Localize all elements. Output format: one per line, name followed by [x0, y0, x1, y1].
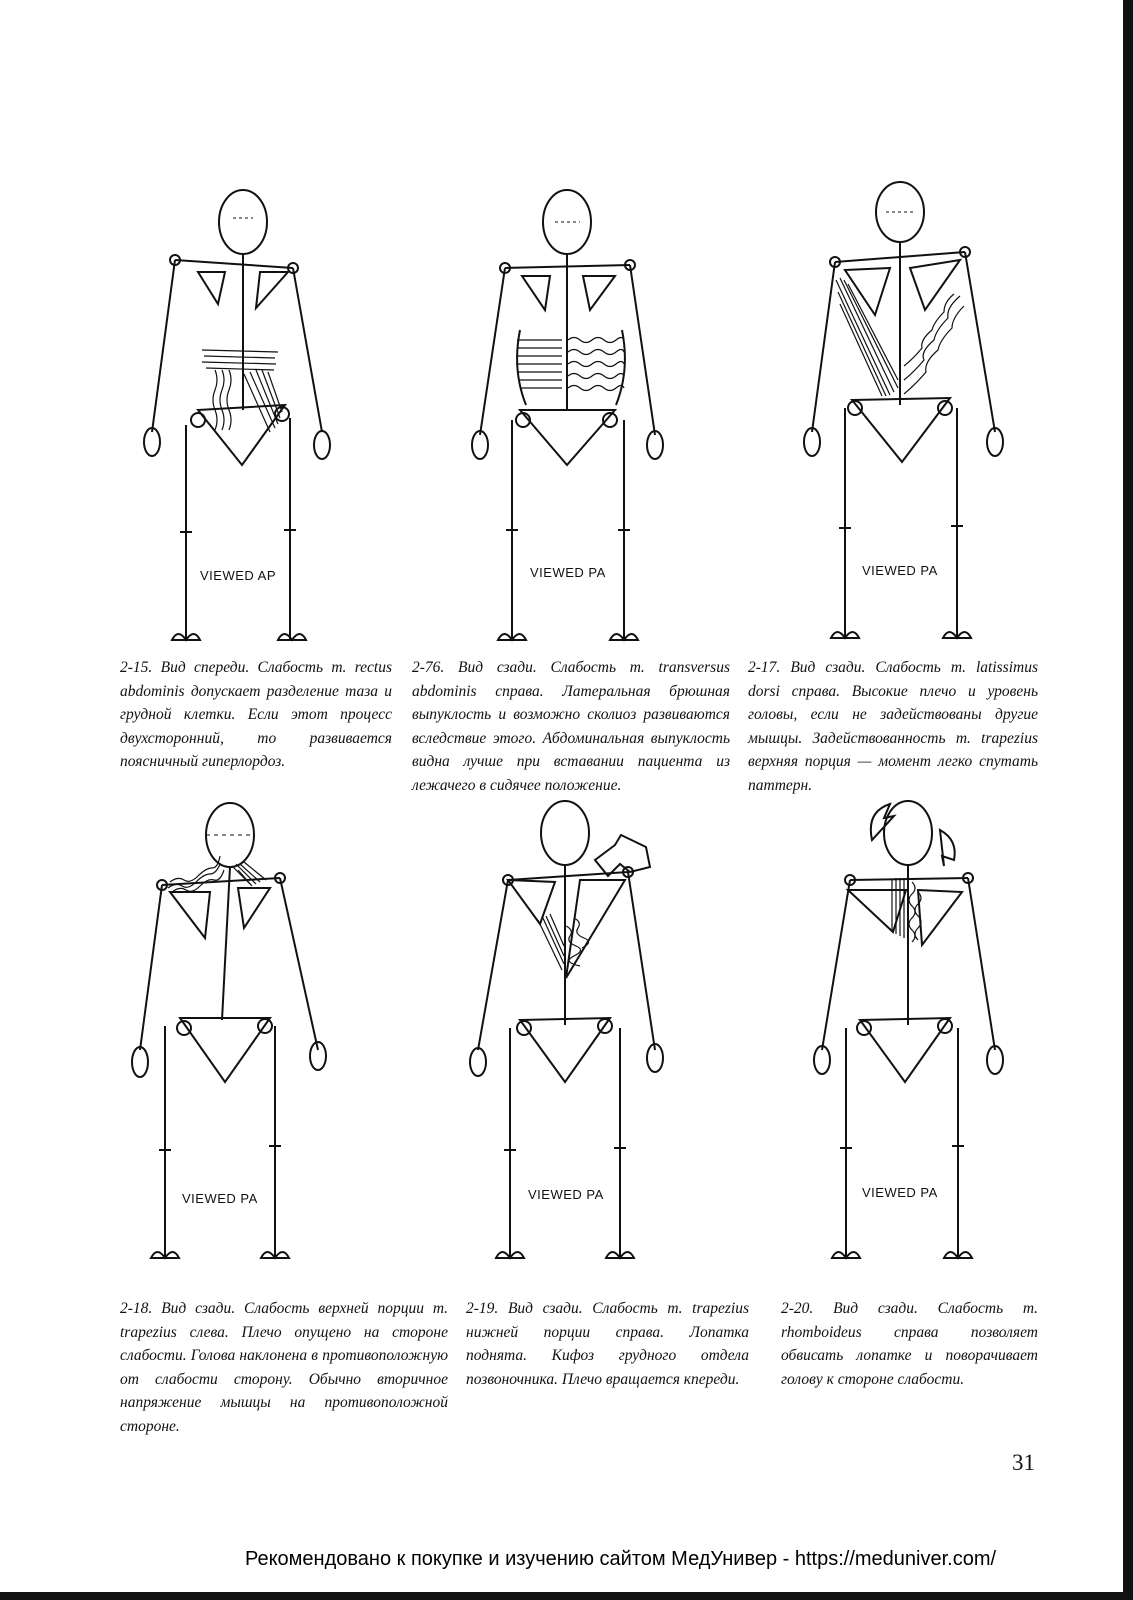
caption-number: 2-19. — [466, 1300, 498, 1317]
caption-text: Вид спереди. Слабость m. rectus abdomini… — [120, 659, 392, 770]
figure-2-15: VIEWED AP — [110, 180, 350, 650]
view-label: VIEWED PA — [862, 1185, 938, 1200]
page-number: 31 — [1012, 1450, 1035, 1476]
caption-text: Вид сзади. Слабость m. trapezius нижней … — [466, 1300, 749, 1388]
caption-2-19: 2-19. Вид сзади. Слабость m. trapezius н… — [466, 1297, 749, 1391]
view-label: VIEWED PA — [182, 1191, 258, 1206]
view-label: VIEWED PA — [528, 1187, 604, 1202]
caption-number: 2-18. — [120, 1300, 152, 1317]
caption-number: 2-76. — [412, 659, 444, 676]
caption-text: Вид сзади. Слабость m. latissimus dorsi … — [748, 659, 1038, 794]
figure-2-76: VIEWED PA — [450, 180, 690, 650]
caption-2-76: 2-76. Вид сзади. Слабость m. transversus… — [412, 656, 730, 797]
figure-2-19: VIEWED PA — [450, 800, 690, 1270]
caption-2-15: 2-15. Вид спереди. Слабость m. rectus ab… — [120, 656, 392, 774]
view-label: VIEWED PA — [530, 565, 606, 580]
view-label: VIEWED AP — [200, 568, 276, 583]
figure-2-17: VIEWED PA — [790, 180, 1030, 650]
caption-number: 2-15. — [120, 659, 152, 676]
caption-number: 2-17. — [748, 659, 780, 676]
caption-2-17: 2-17. Вид сзади. Слабость m. latissimus … — [748, 656, 1038, 797]
view-label: VIEWED PA — [862, 563, 938, 578]
caption-text: Вид сзади. Слабость верхней порции m. tr… — [120, 1300, 448, 1435]
scan-edge-right — [1123, 0, 1133, 1600]
caption-2-20: 2-20. Вид сзади. Слабость m. rhomboideus… — [781, 1297, 1038, 1391]
caption-number: 2-20. — [781, 1300, 813, 1317]
figure-2-18: VIEWED PA — [110, 800, 350, 1270]
scan-edge-bottom — [0, 1592, 1133, 1600]
caption-text: Вид сзади. Слабость m. transversus abdom… — [412, 659, 730, 794]
footer-link-text[interactable]: Рекомендовано к покупке и изучению сайто… — [245, 1548, 996, 1571]
figure-2-20: VIEWED PA — [790, 800, 1030, 1270]
caption-2-18: 2-18. Вид сзади. Слабость верхней порции… — [120, 1297, 448, 1438]
caption-text: Вид сзади. Слабость m. rhomboideus справ… — [781, 1300, 1038, 1388]
